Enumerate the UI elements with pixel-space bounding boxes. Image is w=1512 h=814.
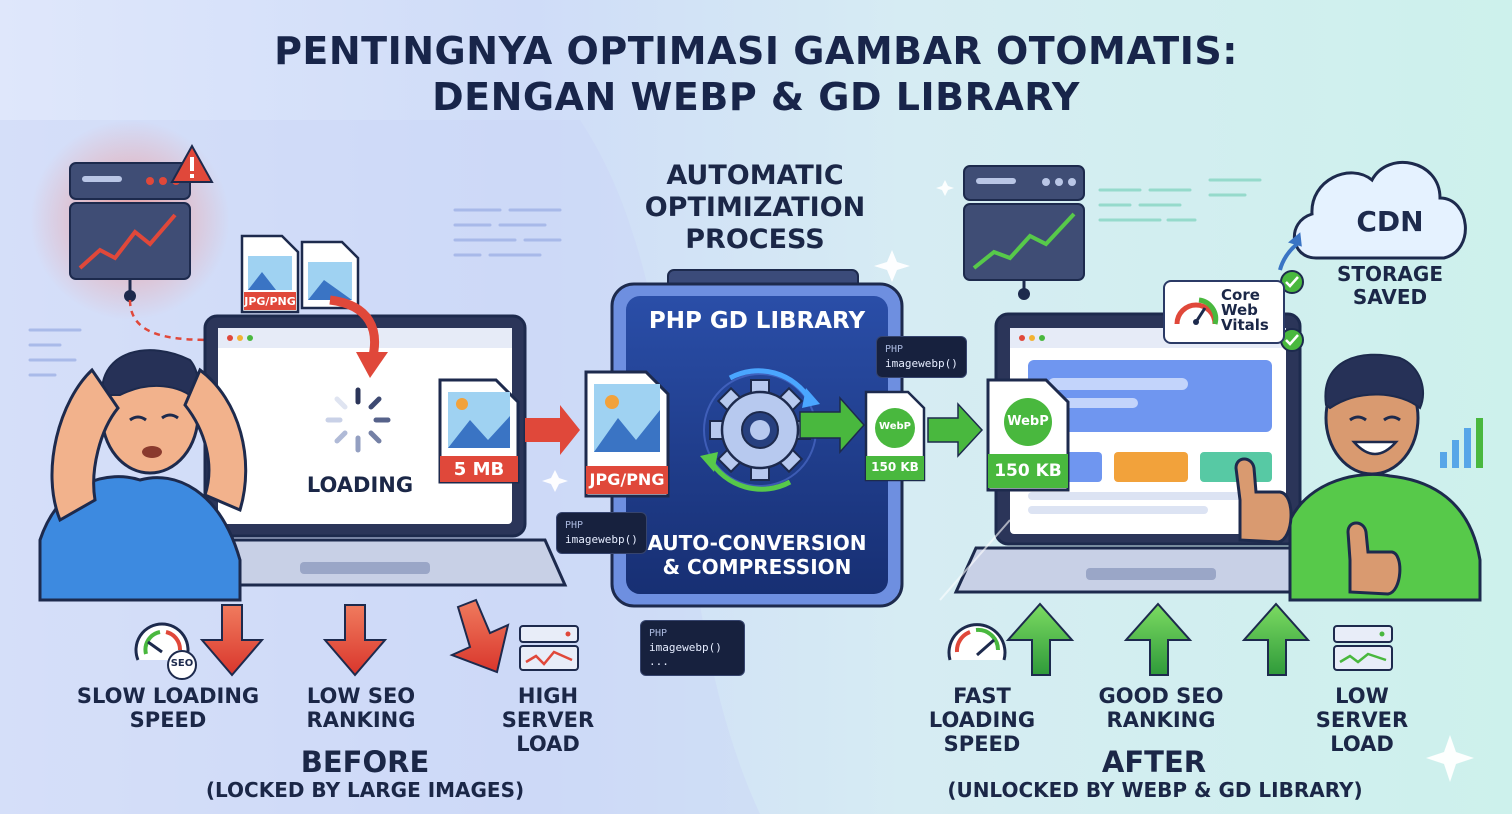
effect-fast-loading: FAST LOADING SPEED [928, 684, 1036, 756]
up-arrows-after [1005, 602, 1311, 676]
code-snippet-1: PHP imagewebp() [876, 336, 967, 378]
check-icons [1280, 270, 1304, 352]
panel-output-tag: WebP [879, 421, 911, 432]
before-file-size: 5 MB [453, 459, 505, 480]
slow-speed-gauge-icon [134, 622, 197, 680]
loading-label: LOADING [306, 473, 414, 497]
happy-person-illustration [1234, 353, 1482, 602]
fast-speed-gauge-icon [947, 623, 1007, 661]
laptop-after [939, 312, 1343, 601]
server-healthy-icon [963, 165, 1085, 300]
gauge-icon [1174, 297, 1219, 325]
server-overloaded-icon [30, 120, 230, 342]
growth-bars-icon [1440, 418, 1483, 468]
stressed-person-illustration [38, 349, 248, 602]
effect-high-server-load: HIGH SERVER LOAD [501, 684, 595, 756]
code-snippet-2: PHP imagewebp() [556, 512, 647, 554]
title-line-1: PENTINGNYA OPTIMASI GAMBAR OTOMATIS: [274, 29, 1238, 73]
after-file-size: 150 KB [994, 461, 1062, 481]
code-snippet-3: PHP imagewebp() ... [640, 620, 745, 676]
panel-subtitle: AUTO-CONVERSION & COMPRESSION [647, 531, 867, 579]
effect-low-server-load: LOW SERVER LOAD [1315, 684, 1409, 756]
effect-slow-loading: SLOW LOADING SPEED [76, 684, 260, 732]
panel-title: PHP GD LIBRARY [648, 308, 866, 334]
large-image-file [438, 378, 580, 484]
php-gd-panel [584, 269, 984, 608]
before-heading: BEFORE [300, 745, 430, 779]
jpg-file-icons [240, 234, 388, 378]
seo-badge: SEO [170, 658, 194, 669]
high-load-server-icon [519, 625, 579, 671]
page-title: PENTINGNYA OPTIMASI GAMBAR OTOMATIS: DEN… [0, 28, 1512, 120]
down-arrows-before [199, 598, 510, 677]
effect-good-seo: GOOD SEO RANKING [1098, 684, 1224, 732]
cdn-label: CDN [1356, 205, 1424, 238]
after-file-tag: WebP [1007, 414, 1049, 429]
after-subheading: (UNLOCKED BY WEBP & GD LIBRARY) [947, 778, 1363, 802]
title-line-2: DENGAN WEBP & GD LIBRARY [432, 75, 1080, 119]
low-load-server-icon [1333, 625, 1393, 671]
panel-input-tag: JPG/PNG [589, 470, 665, 489]
panel-output-size: 150 KB [871, 460, 919, 474]
before-file-tag: JPG/PNG [244, 295, 296, 308]
process-heading: AUTOMATIC OPTIMIZATION PROCESS [644, 160, 866, 255]
cdn-cloud-icon [1278, 160, 1467, 271]
before-subheading: (LOCKED BY LARGE IMAGES) [205, 778, 525, 802]
after-heading: AFTER [1101, 745, 1207, 779]
effect-low-seo: LOW SEO RANKING [306, 684, 416, 732]
cwv-label: Core Web Vitals [1221, 286, 1269, 334]
webp-file-icon [986, 378, 1070, 492]
core-web-vitals-card: Core Web Vitals [1163, 280, 1285, 344]
storage-saved-label: STORAGE SAVED [1336, 262, 1443, 309]
